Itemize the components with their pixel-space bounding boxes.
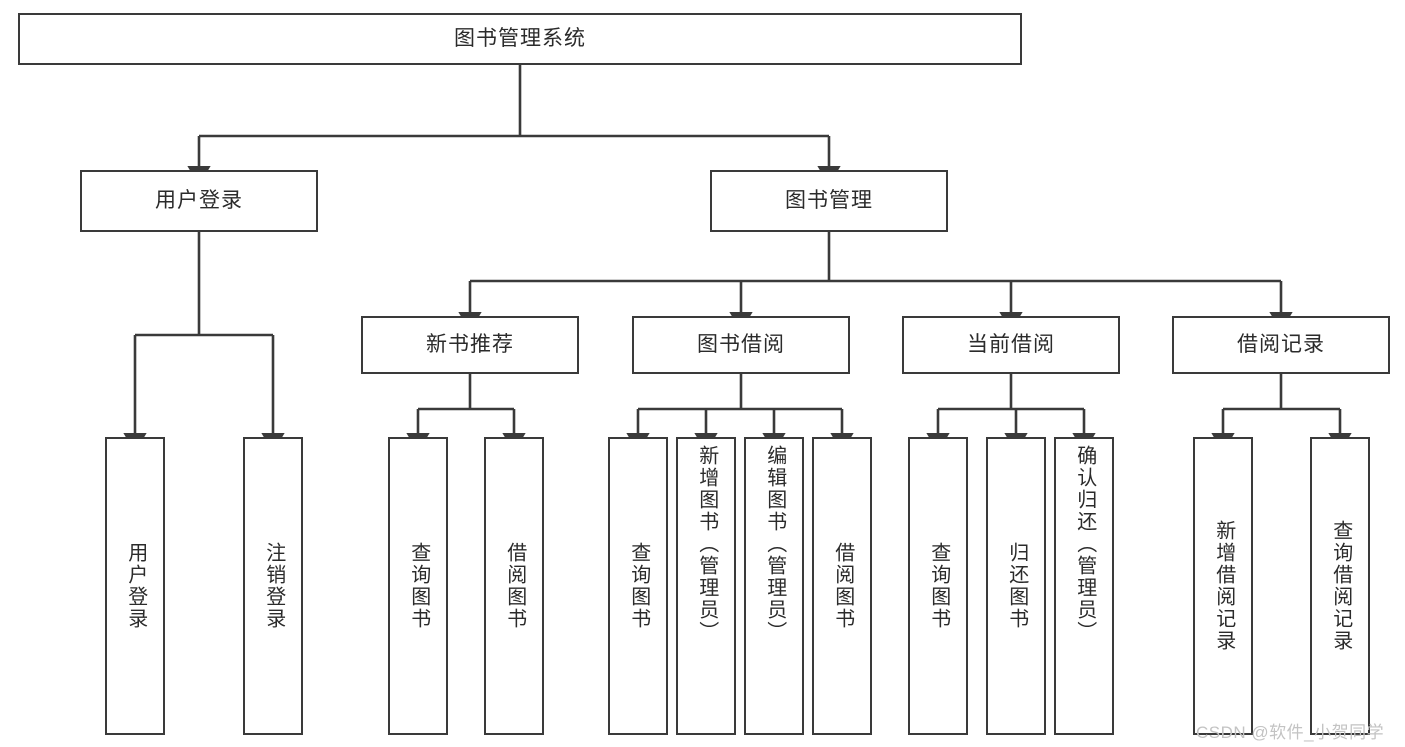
leaf-node-10[interactable]: 确认归还（管理员）	[1054, 437, 1114, 735]
node-label: 借阅图书	[503, 542, 526, 630]
node-label: 新书推荐	[426, 333, 514, 357]
level2-node-0[interactable]: 用户登录	[80, 170, 318, 232]
node-label: 查询图书	[407, 542, 430, 630]
leaf-node-1[interactable]: 注销登录	[243, 437, 303, 735]
node-label: 查询图书	[627, 542, 650, 630]
leaf-node-6[interactable]: 编辑图书（管理员）	[744, 437, 804, 735]
root-node[interactable]: 图书管理系统	[18, 13, 1022, 65]
node-label: 新增图书（管理员）	[695, 445, 718, 643]
level3-node-1[interactable]: 图书借阅	[632, 316, 850, 374]
node-label: 用户登录	[155, 189, 243, 213]
leaf-node-12[interactable]: 查询借阅记录	[1310, 437, 1370, 735]
leaf-node-2[interactable]: 查询图书	[388, 437, 448, 735]
leaf-node-3[interactable]: 借阅图书	[484, 437, 544, 735]
node-label: 归还图书	[1005, 542, 1028, 630]
node-label: 用户登录	[124, 542, 147, 630]
node-label: 借阅记录	[1237, 333, 1325, 357]
leaf-node-9[interactable]: 归还图书	[986, 437, 1046, 735]
node-label: 新增借阅记录	[1212, 520, 1235, 652]
node-label: 编辑图书（管理员）	[763, 445, 786, 643]
node-label: 确认归还（管理员）	[1073, 445, 1096, 643]
leaf-node-4[interactable]: 查询图书	[608, 437, 668, 735]
leaf-node-8[interactable]: 查询图书	[908, 437, 968, 735]
node-label: 查询借阅记录	[1329, 520, 1352, 652]
node-label: 注销登录	[262, 542, 285, 630]
level3-node-2[interactable]: 当前借阅	[902, 316, 1120, 374]
leaf-node-5[interactable]: 新增图书（管理员）	[676, 437, 736, 735]
node-label: 当前借阅	[967, 333, 1055, 357]
node-label: 图书管理	[785, 189, 873, 213]
level3-node-3[interactable]: 借阅记录	[1172, 316, 1390, 374]
csdn-watermark: CSDN @软件_小贺同学	[1196, 723, 1385, 742]
leaf-node-0[interactable]: 用户登录	[105, 437, 165, 735]
leaf-node-7[interactable]: 借阅图书	[812, 437, 872, 735]
leaf-node-11[interactable]: 新增借阅记录	[1193, 437, 1253, 735]
node-label: 借阅图书	[831, 542, 854, 630]
node-label: 查询图书	[927, 542, 950, 630]
node-label: 图书管理系统	[454, 27, 586, 51]
level3-node-0[interactable]: 新书推荐	[361, 316, 579, 374]
level2-node-1[interactable]: 图书管理	[710, 170, 948, 232]
node-label: 图书借阅	[697, 333, 785, 357]
